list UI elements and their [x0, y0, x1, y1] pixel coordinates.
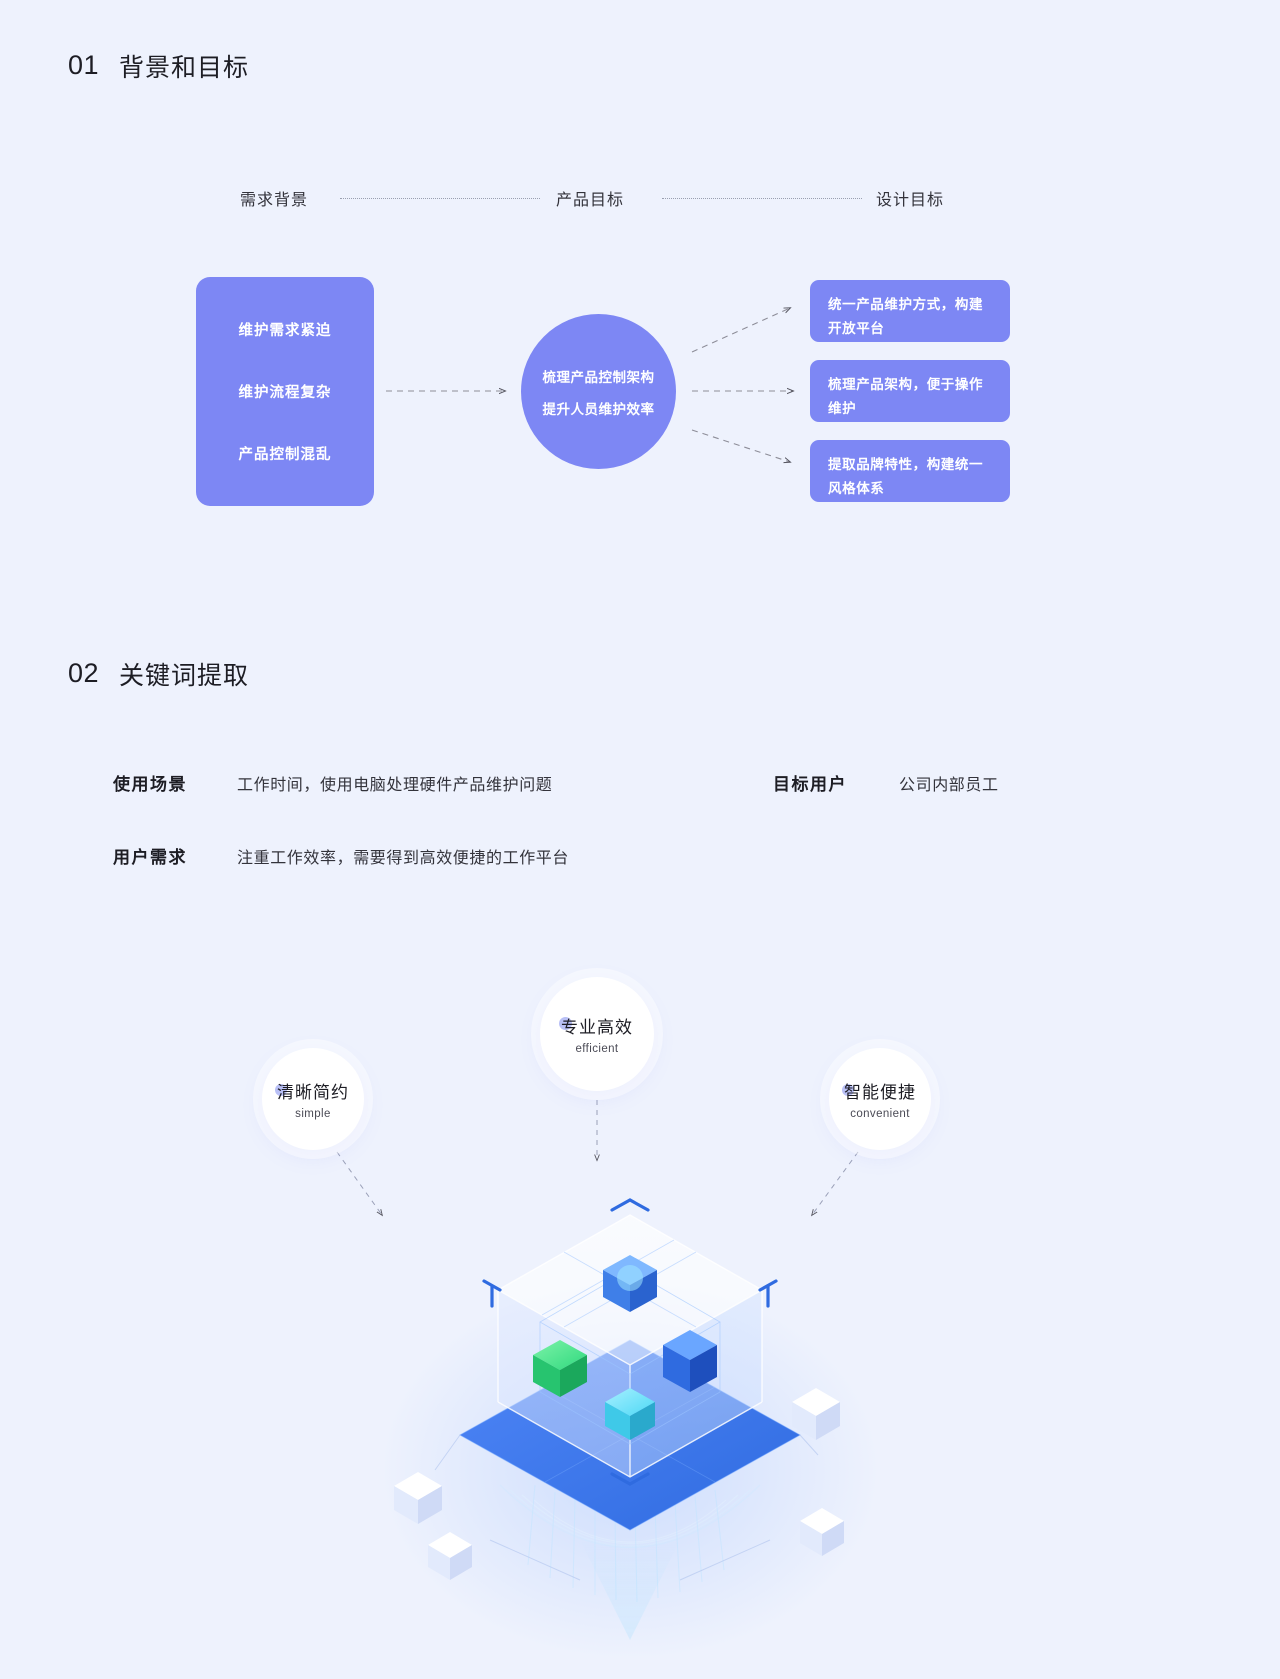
requirement-item-3: 产品控制混乱	[238, 447, 332, 463]
corner-brackets	[482, 1198, 778, 1486]
design-goal-box-2: 梳理产品架构，便于操作维护	[810, 360, 1010, 422]
bubble-label-en-convenient: convenient	[850, 1108, 910, 1120]
bubble-dot-icon	[842, 1084, 854, 1096]
keyword-value-target-user: 公司内部员工	[899, 777, 999, 794]
bubble-dot-icon	[559, 1017, 572, 1030]
glass-cube	[496, 1214, 764, 1478]
inner-cube-blue-top	[603, 1255, 657, 1312]
keyword-value-usage-scenario: 工作时间，使用电脑处理硬件产品维护问题	[237, 777, 553, 794]
section-title-01: 背景和目标	[119, 54, 250, 82]
floating-cube-2	[394, 1472, 442, 1524]
keyword-key-usage-scenario: 使用场景	[113, 775, 187, 794]
keyword-row-user-need: 用户需求 注重工作效率，需要得到高效便捷的工作平台	[113, 843, 569, 868]
keyword-bubble-convenient: 智能便捷 convenient	[829, 1048, 931, 1150]
design-goal-box-3: 提取品牌特性，构建统一风格体系	[810, 440, 1010, 502]
requirement-item-2: 维护流程复杂	[238, 385, 332, 401]
section-heading-02: 02 关键词提取	[65, 660, 250, 692]
product-goal-line-2: 提升人员维护效率	[542, 401, 655, 417]
design-goal-box-1: 统一产品维护方式，构建开放平台	[810, 280, 1010, 342]
keyword-row-target-user: 目标用户 公司内部员工	[773, 770, 999, 795]
inner-cube-green	[533, 1340, 587, 1397]
floating-cube-3	[428, 1532, 472, 1580]
section-number-01: 01	[65, 52, 103, 84]
section-heading-01: 01 背景和目标	[65, 52, 250, 84]
floating-cube-4	[800, 1508, 844, 1556]
section-title-02: 关键词提取	[119, 662, 250, 690]
isometric-cube-platform-illustration	[330, 1140, 930, 1660]
inner-cube-cyan	[605, 1388, 655, 1440]
requirement-item-1: 维护需求紧迫	[238, 323, 332, 339]
inner-cube-blue-right	[663, 1330, 717, 1392]
bubble-label-cn-convenient: 智能便捷	[844, 1083, 916, 1102]
flow-stage-label-2: 产品目标	[556, 192, 625, 209]
keyword-row-usage-scenario: 使用场景 工作时间，使用电脑处理硬件产品维护问题	[113, 770, 552, 795]
floating-cube-1	[792, 1388, 840, 1440]
bubble-label-cn-simple: 清晰简约	[277, 1083, 349, 1102]
keyword-key-user-need: 用户需求	[113, 848, 187, 867]
bubble-dot-icon	[275, 1084, 287, 1096]
keyword-key-target-user: 目标用户	[773, 775, 847, 794]
cube-connectors	[434, 1434, 819, 1581]
keyword-bubble-simple: 清晰简约 simple	[262, 1048, 364, 1150]
light-rays	[499, 1484, 761, 1640]
flow-stage-label-1: 需求背景	[240, 192, 309, 209]
requirement-background-box: 维护需求紧迫 维护流程复杂 产品控制混乱	[196, 277, 374, 506]
bubble-label-en-efficient: efficient	[575, 1043, 619, 1055]
product-goal-line-1: 梳理产品控制架构	[542, 369, 655, 385]
flow-dotted-connector-2	[662, 198, 862, 199]
bubble-label-cn-efficient: 专业高效	[561, 1018, 633, 1037]
flow-stage-label-3: 设计目标	[876, 192, 945, 209]
product-goal-circle: 梳理产品控制架构 提升人员维护效率	[521, 314, 676, 469]
keyword-value-user-need: 注重工作效率，需要得到高效便捷的工作平台	[237, 850, 570, 867]
section-number-02: 02	[65, 660, 103, 692]
flow-dotted-connector-1	[340, 198, 540, 199]
flow-stage-labels: 需求背景 产品目标 设计目标	[0, 186, 1280, 212]
keyword-bubble-efficient: 专业高效 efficient	[540, 977, 654, 1091]
bubble-label-en-simple: simple	[295, 1108, 331, 1120]
